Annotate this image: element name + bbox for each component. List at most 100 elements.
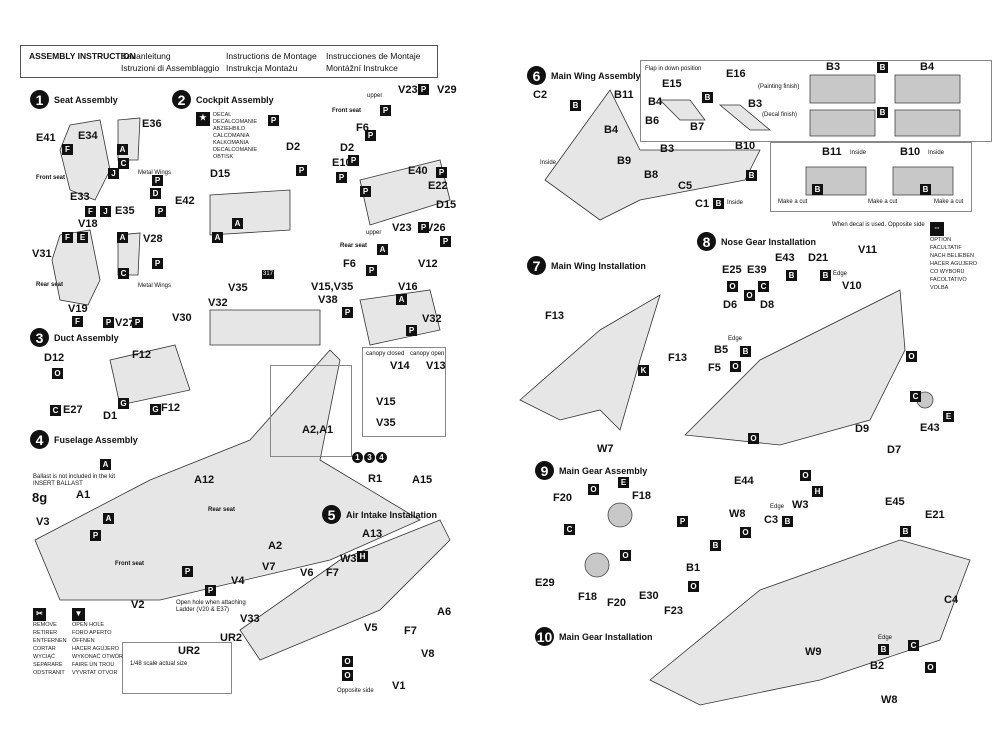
ballast-weight: 8g	[32, 490, 48, 505]
part-label: E42	[175, 195, 195, 207]
scale-note: 1/48 scale actual size	[130, 661, 188, 667]
option-number: 4	[376, 452, 387, 463]
color-code: P	[677, 516, 688, 527]
flap-detail-box	[640, 60, 992, 142]
part-label: E44	[734, 475, 754, 487]
color-code: C	[50, 405, 61, 416]
color-code: B	[786, 270, 797, 281]
part-label: E21	[925, 509, 945, 521]
wing-upper-drawing	[544, 89, 761, 221]
note: Metal Wings	[138, 283, 172, 289]
part-label: V2	[131, 599, 145, 611]
color-code: B	[710, 540, 721, 551]
color-code: O	[688, 581, 699, 592]
part-label: V18	[78, 218, 98, 230]
color-code: O	[730, 361, 741, 372]
part-label: D15	[210, 168, 231, 180]
part-label: F20	[553, 492, 572, 504]
note: Inside	[540, 160, 557, 166]
color-code: O	[620, 550, 631, 561]
color-code: O	[342, 670, 353, 681]
part-label: D6	[723, 299, 738, 311]
note: Edge	[878, 635, 893, 641]
option-icon: ⇔	[930, 222, 944, 236]
cockpit-front-drawing	[359, 159, 451, 226]
legend-line: ODSTRANIT	[33, 670, 65, 676]
note: Opposite side	[888, 222, 925, 228]
part-label: C1	[695, 198, 710, 210]
color-code: K	[638, 365, 649, 376]
legend-line: RETIRER	[33, 630, 58, 636]
option-number: 3	[364, 452, 375, 463]
part-label: A2,A1	[302, 424, 334, 436]
part-label: E34	[78, 130, 98, 142]
flap-panel-b4-paint	[894, 74, 961, 104]
part-label: E43	[775, 252, 795, 264]
wheel-f18	[584, 552, 610, 578]
part-label: V6	[300, 567, 314, 579]
part-label: F12	[161, 402, 180, 414]
color-code: P	[348, 155, 359, 166]
option-number: 1	[352, 452, 363, 463]
color-code: B	[740, 346, 751, 357]
note: Metal Wings	[138, 170, 172, 176]
color-code: A	[212, 232, 223, 243]
decal-number: 317	[262, 270, 275, 279]
part-label: E41	[36, 132, 56, 144]
lang-fr: Instructions de Montage	[226, 51, 317, 61]
cockpit-tub-drawing	[209, 189, 291, 236]
part-label: B6	[645, 115, 660, 127]
note: Edge	[833, 271, 848, 277]
part-label: E10	[332, 157, 352, 169]
color-code: E	[943, 411, 954, 422]
color-code: H	[812, 486, 823, 497]
lang-pl: Instrukcja Montażu	[226, 63, 298, 73]
part-label: V7	[262, 561, 276, 573]
drill-icon: ▼	[72, 608, 85, 621]
flap-b3-drawing	[718, 104, 772, 131]
part-label: F18	[578, 591, 597, 603]
color-code: O	[727, 281, 738, 292]
part-label: A2	[268, 540, 283, 552]
part-label: B8	[644, 169, 659, 181]
part-label: V32	[208, 297, 228, 309]
legend-line: FORO APERTO	[72, 630, 112, 636]
step-title: Air Intake Installation	[346, 509, 438, 520]
part-label: F7	[404, 625, 417, 637]
star-decal-icon: ★	[196, 112, 210, 126]
legend-line: KALKOMANIA	[213, 140, 249, 146]
part-label: E22	[428, 180, 448, 192]
note: Opposite side	[337, 688, 374, 694]
part-label: B11	[614, 89, 634, 101]
part-label: V15	[376, 396, 396, 408]
aircraft-main-gear-drawing	[649, 539, 971, 706]
part-label: F12	[132, 349, 151, 361]
panel-drawing	[209, 309, 321, 346]
legend-line: VYVRTAT OTVOR	[72, 670, 118, 676]
color-code: B	[782, 516, 793, 527]
part-label: E45	[885, 496, 905, 508]
color-code: E	[618, 477, 629, 488]
part-label: W9	[805, 646, 822, 658]
note: Make a cut	[934, 199, 964, 205]
color-code: F	[85, 206, 96, 217]
part-label: V23	[398, 84, 418, 96]
part-label: E39	[747, 264, 767, 276]
note: Flap in down position	[645, 66, 702, 72]
part-label: F5	[708, 362, 721, 374]
part-label: UR2	[178, 645, 201, 657]
note: Make a cut	[778, 199, 808, 205]
duct-drawing	[109, 344, 191, 406]
part-label: F20	[607, 597, 626, 609]
header-title: ASSEMBLY INSTRUCTION	[29, 51, 136, 61]
wheel-e	[607, 502, 633, 528]
part-label: V10	[842, 280, 862, 292]
color-code: B	[746, 170, 757, 181]
color-code: P	[360, 186, 371, 197]
